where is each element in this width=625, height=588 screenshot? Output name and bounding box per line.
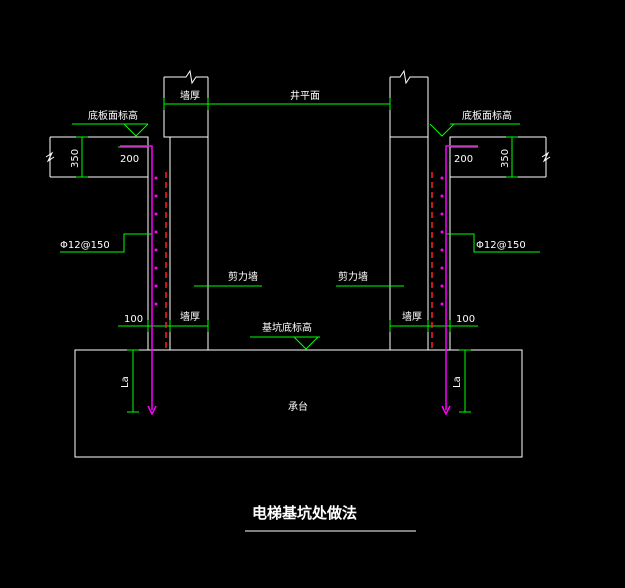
label-floor-finish-left: 底板面标高 bbox=[88, 109, 138, 122]
label-la-right: La bbox=[452, 376, 463, 388]
dimension-lines bbox=[60, 98, 540, 413]
drawing-title: 电梯基坑处做法 bbox=[252, 504, 357, 522]
label-dim-100-right: 100 bbox=[456, 314, 475, 325]
structure-outline bbox=[45, 69, 551, 458]
label-dim-100-left: 100 bbox=[124, 314, 143, 325]
label-dim-200-left: 200 bbox=[120, 154, 139, 165]
label-dim-350-left: 350 bbox=[70, 149, 81, 168]
label-wall-thickness-bottom-left: 墙厚 bbox=[180, 310, 200, 323]
label-wall-thickness-bottom-right: 墙厚 bbox=[402, 310, 422, 323]
label-rebar-left: Φ12@150 bbox=[60, 240, 110, 251]
rebar-right bbox=[445, 145, 478, 410]
label-floor-finish-right: 底板面标高 bbox=[462, 109, 512, 122]
label-pile-cap: 承台 bbox=[288, 400, 308, 413]
label-la-left: La bbox=[120, 376, 131, 388]
label-shear-wall-left: 剪力墙 bbox=[228, 270, 258, 283]
label-dim-350-right: 350 bbox=[500, 149, 511, 168]
label-pit-plane: 井平面 bbox=[290, 89, 320, 102]
label-wall-thickness-top: 墙厚 bbox=[180, 89, 200, 102]
label-rebar-right: Φ12@150 bbox=[476, 240, 526, 251]
rebar-left bbox=[120, 145, 153, 410]
left-wall-outline bbox=[163, 77, 171, 350]
label-dim-200-right: 200 bbox=[454, 154, 473, 165]
rebar-dots bbox=[154, 176, 444, 306]
label-pit-bottom-level: 基坑底标高 bbox=[262, 321, 312, 334]
rebar bbox=[120, 145, 478, 416]
label-shear-wall-right: 剪力墙 bbox=[338, 270, 368, 283]
